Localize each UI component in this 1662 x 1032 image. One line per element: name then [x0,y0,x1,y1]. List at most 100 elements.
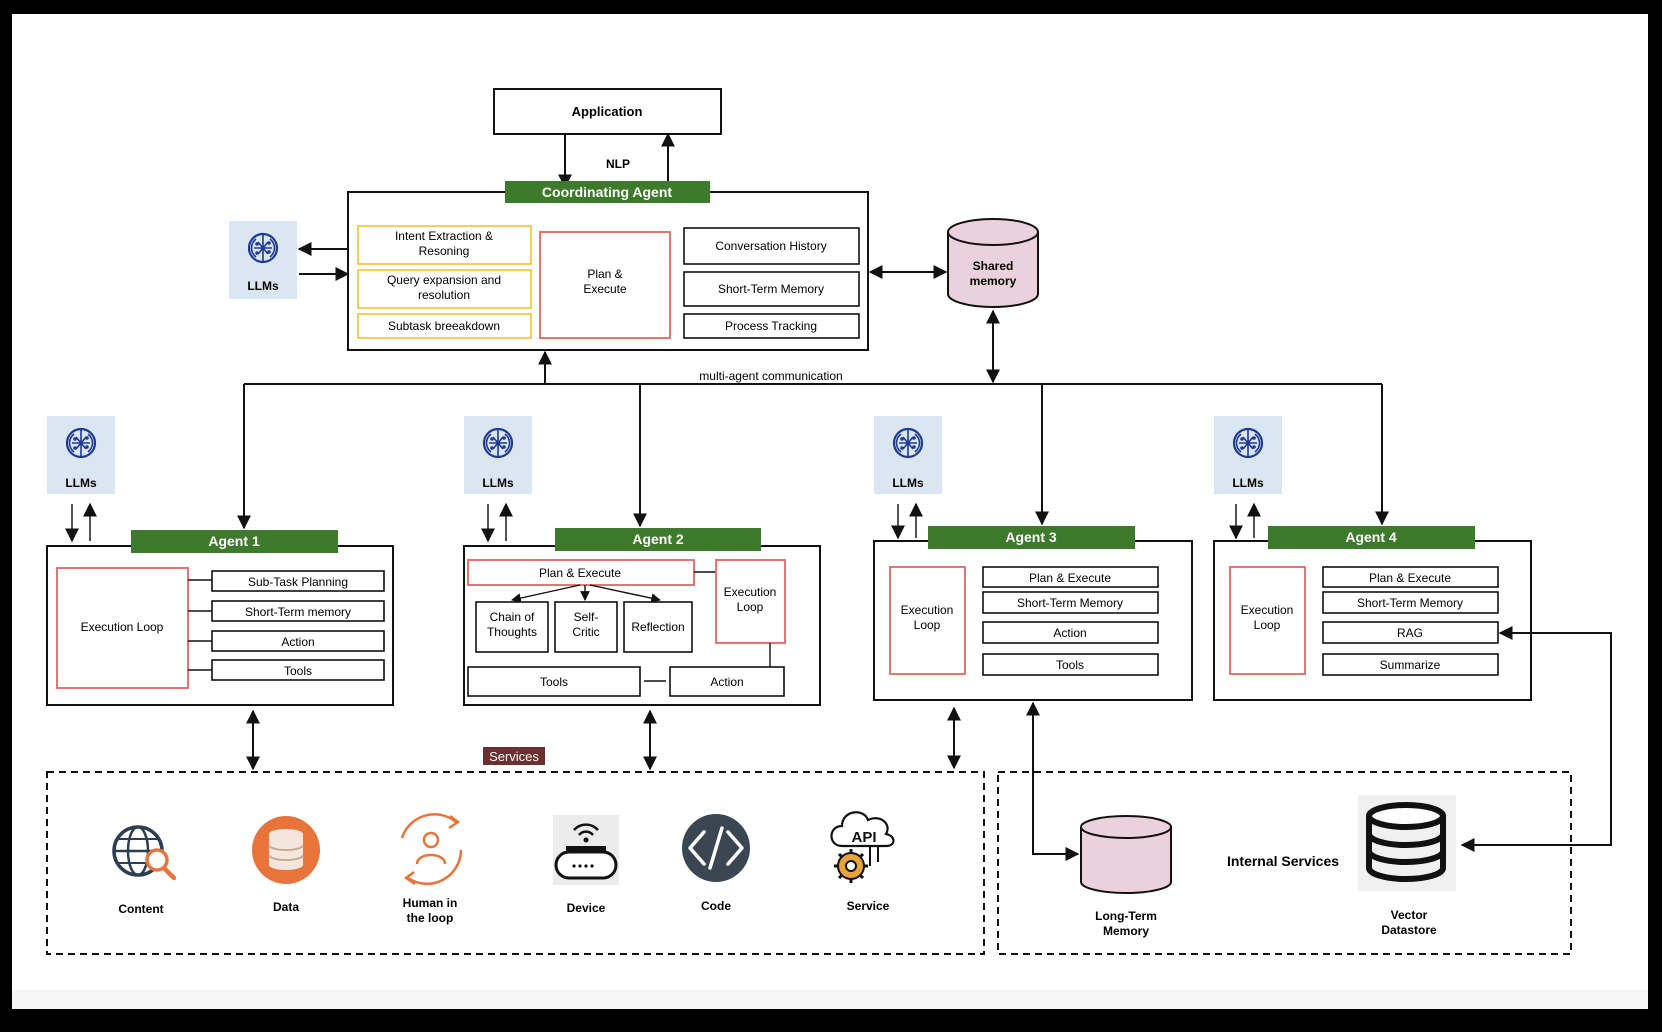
text-line: Loop [914,618,941,632]
agent3-title: Agent 3 [1005,529,1057,545]
agent2-llms: LLMs [464,416,532,543]
vector-datastore-icon [1358,795,1456,891]
text-line: Datastore [1381,923,1437,937]
coord-process-tracking-box [683,313,860,339]
agent2-action-label: Action [710,675,743,689]
agent3-execution-loop-box [889,566,966,675]
text-line: Loop [737,600,764,614]
svg-text:API: API [851,829,876,846]
coord-llms-label: LLMs [247,279,279,293]
coord-process-tracking-label: Process Tracking [725,319,817,333]
agent2-title: Agent 2 [632,531,684,547]
internal-services-label: Internal Services [1227,853,1339,869]
coord-short-term-label: Short-Term Memory [718,282,824,296]
agent2-llms-label: LLMs [482,476,514,490]
application-label: Application [572,104,643,119]
service-code-label: Code [701,899,731,913]
text-line: Execute [583,282,627,296]
text-line: the loop [407,911,454,925]
long-term-memory-cylinder [1080,815,1172,894]
agent4-title: Agent 4 [1345,529,1397,545]
coord-subtask-box [357,313,532,339]
coord-conversation-history-box [683,227,860,265]
agent2-plan-execute-box [467,559,695,586]
agent3-item-short-term-memory-label: Short-Term Memory [1017,596,1123,610]
router-device-icon [553,815,619,885]
agent1-execution-loop-label: Execution Loop [81,620,164,634]
agent2-self-critic-box [554,601,618,653]
coord-conversation-history-label: Conversation History [715,239,826,253]
text-line: Vector [1391,908,1428,922]
agent3-item-plan-execute-label: Plan & Execute [1029,571,1111,585]
text-line: Human in [403,896,458,910]
shared-memory-cylinder [947,218,1039,308]
database-icon [252,816,320,884]
agent1-llms-label: LLMs [65,476,97,490]
agent1-item-action-label: Action [281,635,314,649]
services-container [46,771,985,955]
agent1-item-short-term-memory [211,600,385,622]
service-content-label: Content [118,902,163,916]
coordinating-agent-title: Coordinating Agent [542,184,672,200]
agent1-box: Agent 1 Execution Loop Sub-Task Planning… [46,530,394,706]
canvas-footer-strip [12,990,1648,1009]
agent2-reflection-box [623,601,693,653]
agent1-item-short-term-memory-label: Short-Term memory [245,605,351,619]
agent3-item-action-label: Action [1053,626,1086,640]
text-line: resolution [418,288,470,302]
agent4-llms-label: LLMs [1232,476,1264,490]
agent1-item-subtask-planning [211,570,385,592]
agent2-tools-label: Tools [540,675,568,689]
coord-short-term-box [683,271,860,307]
agent1-llms: LLMs [47,416,115,543]
agent4-execution-loop-box [1229,566,1306,675]
agent4-llms: LLMs [1214,416,1282,540]
agent3-llms-label: LLMs [892,476,924,490]
agent4-item-plan-execute-label: Plan & Execute [1369,571,1451,585]
text-line: Long-Term [1095,909,1157,923]
multi-agent-communication-label: multi-agent communication [699,369,842,383]
agent4-item-short-term-memory-label: Short-Term Memory [1357,596,1463,610]
agent1-item-subtask-planning-label: Sub-Task Planning [248,575,348,589]
text-line: Resoning [419,244,470,258]
coord-plan-execute-label: Plan &Execute [583,267,627,296]
agent2-execution-loop-box [715,559,786,644]
globe-search-icon [112,825,177,881]
text-line: Thoughts [487,625,537,639]
agent3-llms: LLMs [874,416,942,540]
text-line: Critic [572,625,599,639]
text-line: memory [970,274,1017,288]
services-label-bg [483,747,545,765]
nlp-label: NLP [606,157,630,171]
text-line: Chain of [490,610,535,624]
coordinating-agent-header [505,181,710,203]
text-line: Execution [1241,603,1294,617]
human-loop-icon [400,813,463,886]
text-line: Shared [973,259,1014,273]
text-line: Intent Extraction & [395,229,493,243]
agent1-item-tools [211,659,385,681]
service-data-label: Data [273,900,299,914]
coord-plan-execute-box [539,231,671,339]
coord-query-box [357,269,532,309]
text-line: Memory [1103,924,1149,938]
text-line: Plan & [587,267,622,281]
service-service-label: Service [847,899,890,913]
agent3-item-tools-label: Tools [1056,658,1084,672]
coord-intent-box [357,225,532,265]
agent1-item-tools-label: Tools [284,664,312,678]
rag-vector-datastore-arrow [1460,626,1612,852]
agent2-chain-of-thoughts-box [475,601,549,653]
coord-subtask-label: Subtask breeakdown [388,319,500,333]
api-gear-icon: API [830,811,895,883]
text-line: Self- [574,610,599,624]
